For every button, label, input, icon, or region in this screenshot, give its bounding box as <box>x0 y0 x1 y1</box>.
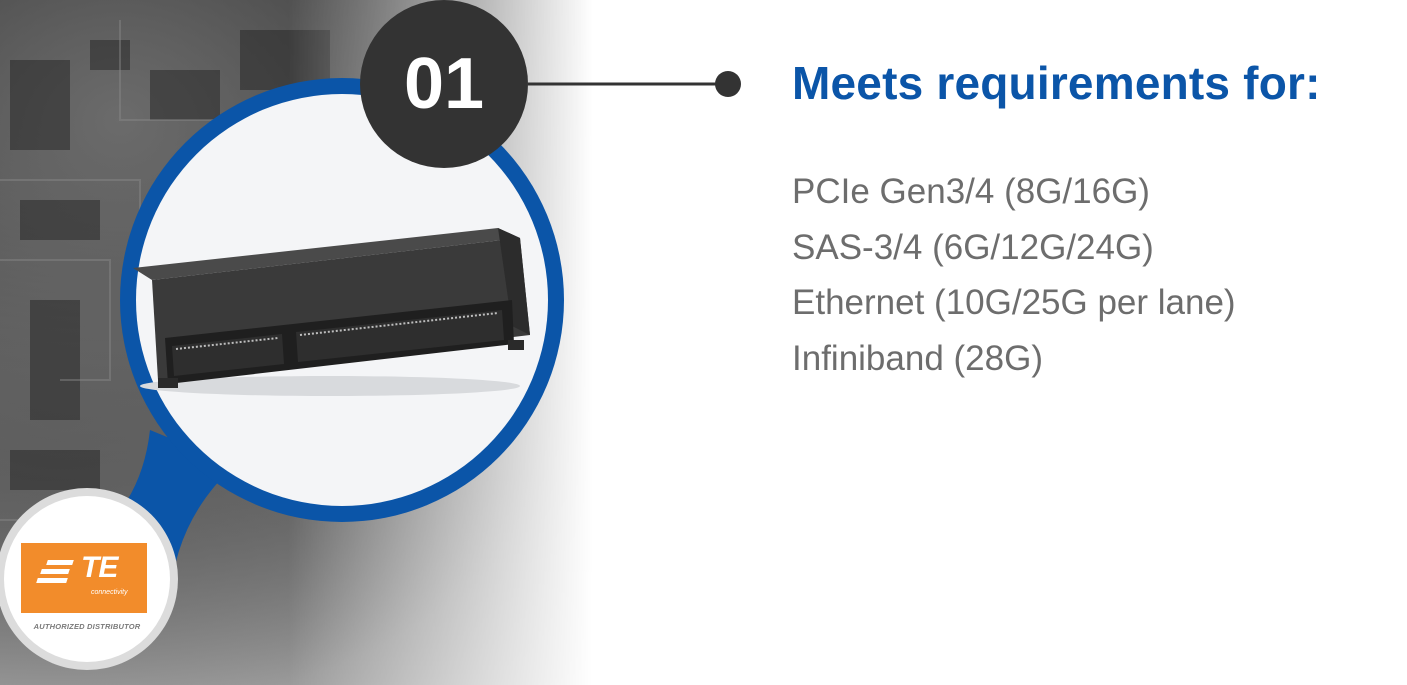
requirement-pcie: PCIe Gen3/4 (8G/16G) <box>792 172 1150 211</box>
authorized-distributor-caption: AUTHORIZED DISTRIBUTOR <box>33 622 141 631</box>
step-number-badge <box>360 0 528 168</box>
feature-heading: Meets requirements for: <box>792 57 1321 109</box>
requirement-sas: SAS-3/4 (6G/12G/24G) <box>792 227 1154 267</box>
requirement-ethernet: Ethernet (10G/25G per lane) <box>792 283 1236 322</box>
requirement-infiniband: Infiniband (28G) <box>792 338 1043 378</box>
step-number: 01 <box>403 44 485 124</box>
te-logo: TE connectivity <box>21 543 147 613</box>
te-logo-badge: TE connectivity AUTHORIZED DISTRIBUTOR <box>4 496 170 662</box>
te-logo-wordmark: TE <box>81 551 118 584</box>
te-logo-bars-icon <box>36 560 77 584</box>
te-logo-tagline: connectivity <box>91 589 128 596</box>
pointer-dot-icon <box>715 71 741 97</box>
connector-image <box>133 228 530 396</box>
requirements-list: PCIe Gen3/4 (8G/16G) SAS-3/4 (6G/12G/24G… <box>792 164 1236 386</box>
